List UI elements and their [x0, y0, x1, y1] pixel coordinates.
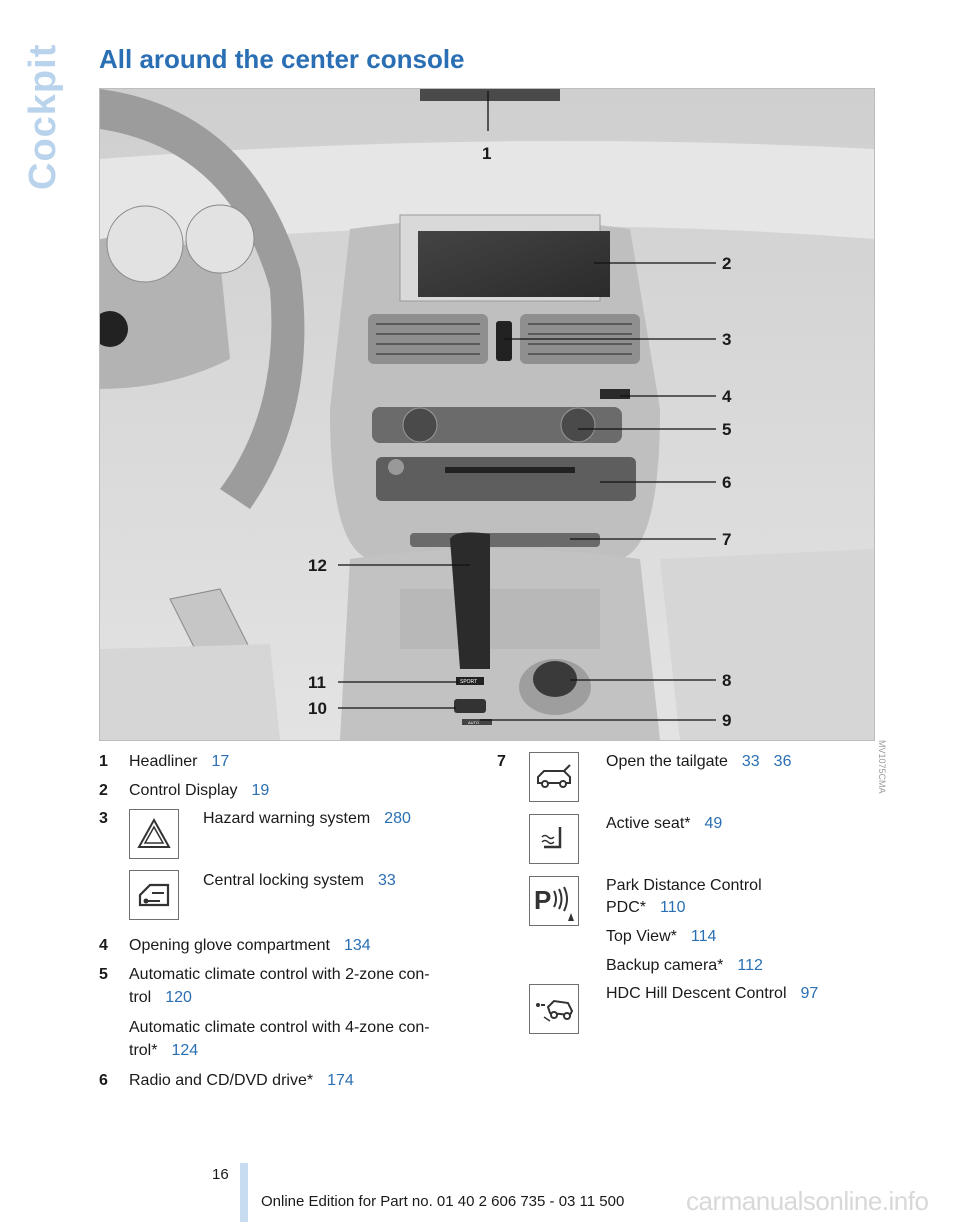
item-text: Automatic climate control with 2-zone co…: [129, 966, 430, 983]
auto-button-label: AUTO: [468, 720, 479, 725]
callout-12: 12: [308, 556, 327, 575]
item-text: Active seat*: [606, 815, 691, 832]
item-number: 6: [99, 1072, 108, 1089]
section-tab: Cockpit: [22, 40, 66, 200]
item-text: Opening glove compartment: [129, 937, 330, 954]
callout-11: 11: [308, 673, 326, 692]
edition-note: Online Edition for Part no. 01 40 2 606 …: [261, 1193, 625, 1210]
footer-bar: [240, 1163, 248, 1222]
figure-code-text: MV1075CMA: [877, 740, 887, 794]
page-ref-link[interactable]: 110: [660, 899, 686, 916]
page-ref-link[interactable]: 36: [773, 753, 792, 770]
page-ref-link[interactable]: 19: [251, 782, 270, 799]
tailgate-icon: [529, 752, 579, 802]
page-ref-link[interactable]: 33: [377, 872, 396, 889]
callout-8: 8: [722, 671, 731, 690]
svg-text:P: P: [534, 885, 551, 915]
page-ref-link[interactable]: 33: [741, 753, 760, 770]
item-text: HDC Hill Descent Control: [606, 985, 787, 1002]
hill-descent-icon: [529, 984, 579, 1034]
item-text: trol: [129, 989, 152, 1006]
park-distance-icon: P: [529, 876, 579, 926]
item-text: Park Distance Control: [606, 877, 762, 894]
page-number: 16: [212, 1166, 229, 1183]
item-text: Headliner: [129, 753, 198, 770]
page-ref-link[interactable]: 280: [384, 810, 411, 827]
callout-9: 9: [722, 711, 731, 730]
callout-4: 4: [722, 387, 732, 406]
item-text: PDC*: [606, 899, 647, 916]
item-number: 2: [99, 782, 108, 799]
callout-10: 10: [308, 699, 327, 718]
item-number: 3: [99, 810, 108, 827]
section-tab-label: Cockpit: [22, 43, 64, 190]
page-ref-link[interactable]: 112: [737, 957, 763, 974]
callout-7: 7: [722, 530, 731, 549]
callout-1: 1: [482, 144, 491, 163]
hazard-icon: [129, 809, 179, 859]
active-seat-icon: [529, 814, 579, 864]
page-title: All around the center console: [99, 44, 465, 74]
console-drawing: SPORT AUTO 1 2 3 4 5 6: [100, 89, 874, 740]
center-console-illustration: SPORT AUTO 1 2 3 4 5 6: [99, 88, 875, 741]
item-text: Control Display: [129, 782, 238, 799]
central-locking-icon: [129, 870, 179, 920]
item-number: 4: [99, 937, 108, 954]
page-ref-link[interactable]: 49: [704, 815, 723, 832]
page-ref-link[interactable]: 97: [800, 985, 819, 1002]
item-text: Open the tailgate: [606, 753, 728, 770]
page-ref-link[interactable]: 114: [690, 928, 717, 945]
item-text: Hazard warning system: [203, 810, 371, 827]
item-text: Top View*: [606, 928, 677, 945]
item-text: trol*: [129, 1042, 158, 1059]
item-text: Radio and CD/DVD drive*: [129, 1072, 314, 1089]
page-ref-link[interactable]: 17: [211, 753, 230, 770]
item-number: 1: [99, 753, 108, 770]
item-number: 5: [99, 966, 108, 983]
item-number: 7: [497, 753, 506, 770]
item-text: Backup camera*: [606, 957, 724, 974]
callout-6: 6: [722, 473, 731, 492]
site-watermark: carmanualsonline.info: [686, 1186, 929, 1216]
item-text: Central locking system: [203, 872, 364, 889]
item-text: Automatic climate control with 4-zone co…: [129, 1019, 430, 1036]
page-ref-link[interactable]: 134: [344, 937, 371, 954]
callout-2: 2: [722, 254, 731, 273]
callout-5: 5: [722, 420, 731, 439]
callout-3: 3: [722, 330, 731, 349]
gear-sport-label: SPORT: [460, 679, 477, 685]
page-ref-link[interactable]: 124: [171, 1042, 199, 1059]
figure-code: MV1075CMA: [872, 680, 892, 794]
page-ref-link[interactable]: 120: [165, 989, 192, 1006]
page-ref-link[interactable]: 174: [327, 1072, 354, 1089]
